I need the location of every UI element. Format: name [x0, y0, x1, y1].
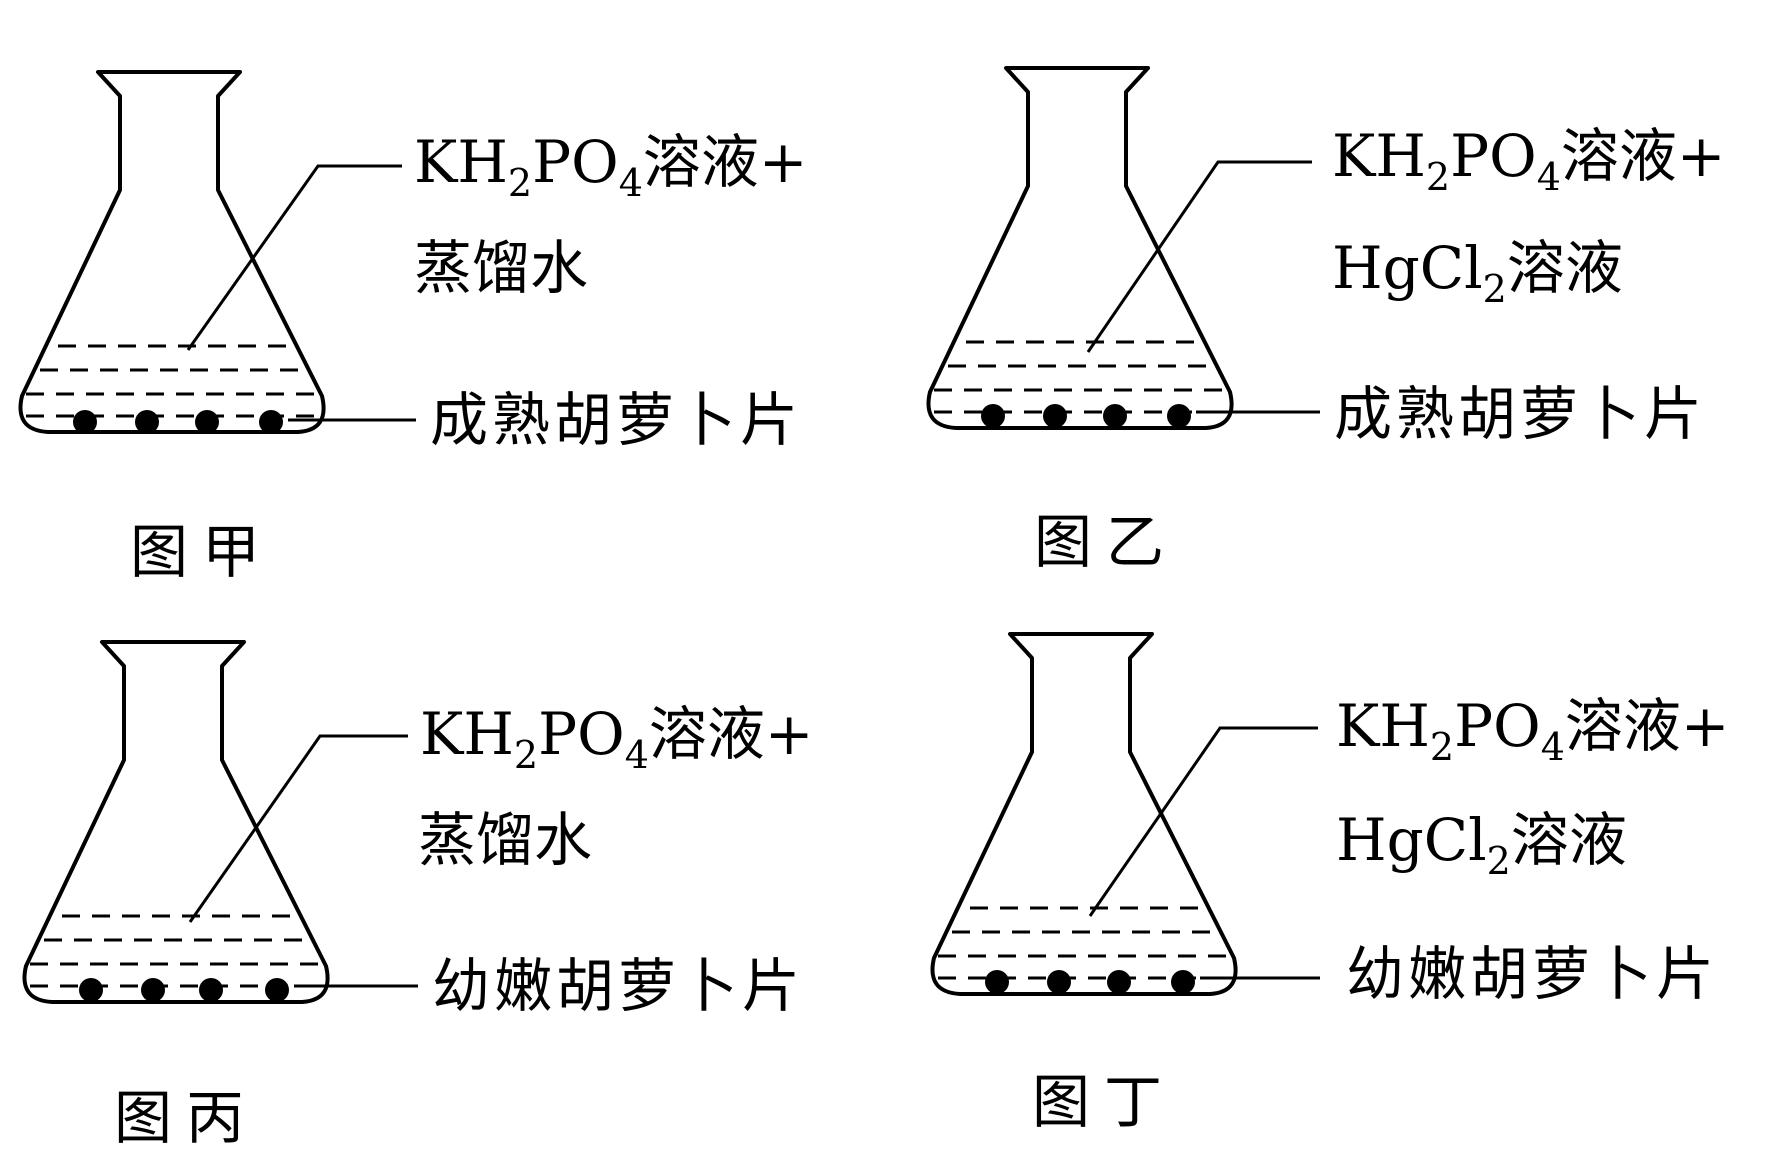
carrot-slice [141, 978, 165, 1002]
flask-outline [930, 632, 1238, 996]
tissue-label: 成熟胡萝卜片 [430, 386, 802, 454]
carrot-slice [195, 410, 219, 434]
solution-leader-line [1086, 160, 1312, 353]
figure-yi: KH2PO4溶液+ HgCl2溶液 成熟胡萝卜片 图乙 [926, 66, 1725, 576]
solution-label-line1: KH2PO4溶液+ [414, 128, 807, 205]
figure-jia: KH2PO4溶液+ 蒸馏水 成熟胡萝卜片 图甲 [18, 70, 807, 586]
carrot-slices [79, 978, 289, 1002]
tissue-label: 幼嫩胡萝卜片 [432, 952, 804, 1020]
carrot-slice [1171, 970, 1195, 994]
carrot-slice [1167, 404, 1191, 428]
figure-caption: 图丁 [1032, 1068, 1176, 1136]
carrot-slice [265, 978, 289, 1002]
liquid-level-lines [26, 344, 316, 418]
flask-outline [22, 640, 330, 1004]
figure-caption: 图甲 [130, 518, 274, 586]
flask-outline [926, 66, 1234, 430]
solution-label-line1: KH2PO4溶液+ [420, 700, 813, 777]
carrot-slice [985, 970, 1009, 994]
figure-caption: 图乙 [1034, 508, 1178, 576]
carrot-slice [981, 404, 1005, 428]
carrot-slice [199, 978, 223, 1002]
figure-ding: KH2PO4溶液+ HgCl2溶液 幼嫩胡萝卜片 图丁 [930, 632, 1729, 1136]
solution-label-line2: 蒸馏水 [414, 234, 588, 302]
carrot-slice [259, 410, 283, 434]
figure-bing: KH2PO4溶液+ 蒸馏水 幼嫩胡萝卜片 图丙 [22, 640, 813, 1152]
carrot-slice [1107, 970, 1131, 994]
carrot-slices [985, 970, 1195, 994]
solution-leader-line [186, 164, 402, 351]
carrot-slice [135, 410, 159, 434]
solution-label-line2: 蒸馏水 [418, 806, 592, 874]
tissue-label: 幼嫩胡萝卜片 [1346, 940, 1718, 1008]
solution-label-line2: HgCl2溶液 [1332, 234, 1623, 311]
carrot-slice [73, 410, 97, 434]
liquid-level-lines [30, 914, 320, 988]
solution-leader-line [1088, 726, 1318, 917]
carrot-slice [1103, 404, 1127, 428]
figure-caption: 图丙 [114, 1084, 258, 1152]
carrot-slices [981, 404, 1191, 428]
solution-leader-line [188, 734, 408, 923]
carrot-slice [79, 978, 103, 1002]
solution-label-line1: KH2PO4溶液+ [1336, 692, 1729, 769]
carrot-slice [1047, 970, 1071, 994]
solution-label-line2: HgCl2溶液 [1336, 806, 1627, 883]
liquid-level-lines [934, 340, 1224, 414]
flask-outline [18, 70, 326, 434]
tissue-label: 成熟胡萝卜片 [1334, 380, 1706, 448]
carrot-slices [73, 410, 283, 434]
liquid-level-lines [938, 906, 1228, 980]
carrot-slice [1043, 404, 1067, 428]
solution-label-line1: KH2PO4溶液+ [1332, 122, 1725, 199]
